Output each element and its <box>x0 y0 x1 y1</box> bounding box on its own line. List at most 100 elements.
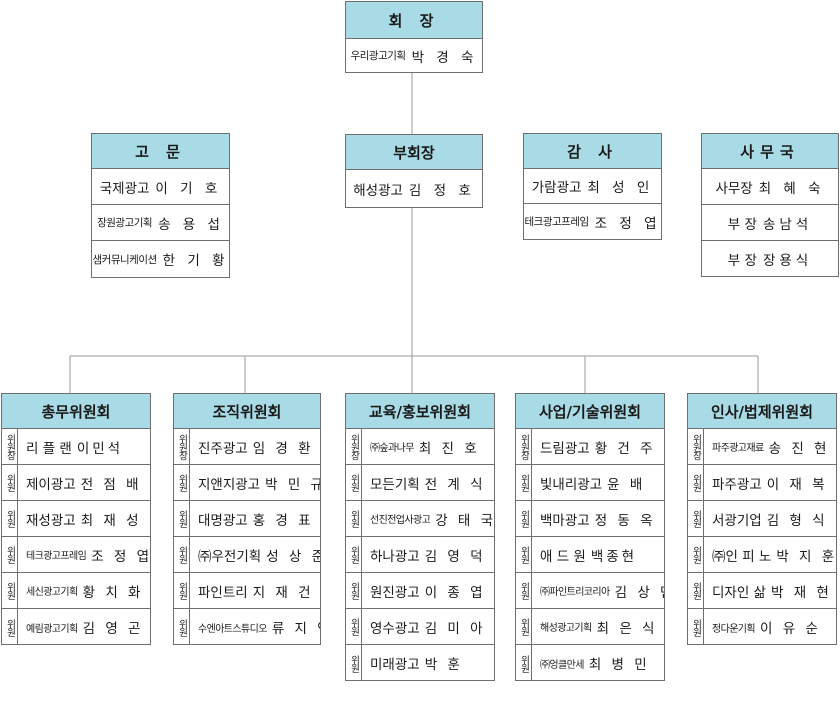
member-role-text: 위원 <box>690 546 702 563</box>
member-name: 박 훈 <box>424 657 463 673</box>
member-company: 파인트리 <box>198 584 248 601</box>
member-company: ㈜파인트리코리아 <box>540 587 610 598</box>
member-role: 위원 <box>2 501 18 536</box>
member-company: 해성광고기획 <box>540 623 592 634</box>
member-company: 원진광고 <box>370 584 420 601</box>
member-name: 백종현 <box>590 548 638 565</box>
member-company: 예림광고기획 <box>26 623 78 635</box>
member-role: 위원 <box>2 537 18 572</box>
member-name: 정 동 옥 <box>594 512 656 529</box>
committee-title-text: 사업/기술위원회 <box>538 402 642 421</box>
member-role-text: 위원 <box>4 474 16 491</box>
member-role: 위원 <box>516 573 532 608</box>
secretariat-member-company: 부 장 <box>727 253 757 269</box>
auditors-title-text: 감 사 <box>567 142 618 161</box>
member-role-text: 위원 <box>348 510 360 527</box>
member-name: 박 민 규 <box>265 476 320 493</box>
member-role: 위원 <box>174 465 190 500</box>
member-role: 위원 <box>2 465 18 500</box>
committee-title-text: 총무위원회 <box>41 402 111 421</box>
member-role-text: 위원 <box>518 510 530 527</box>
member-name: 김 영 곤 <box>82 621 144 637</box>
auditors-member-name: 조 정 엽 <box>594 215 661 232</box>
member-role: 위원장 <box>688 429 704 464</box>
auditors-title: 감 사 <box>524 134 661 169</box>
member-name: 이 종 엽 <box>424 584 486 601</box>
member-name: 강 태 국 <box>435 512 494 529</box>
member-role-text: 위원 <box>518 582 530 599</box>
secretariat-member-name: 송남석 <box>762 216 813 233</box>
member-role-text: 위원장 <box>4 433 16 460</box>
committee-title: 인사/법제위원회 <box>688 394 836 429</box>
advisors-title-text: 고 문 <box>135 142 186 161</box>
auditors-member: 테크광고프레임 조 정 엽 <box>524 204 661 239</box>
member-role: 위원 <box>346 573 362 608</box>
committee-title: 사업/기술위원회 <box>516 394 664 429</box>
member-name: 박 재 현 <box>770 584 832 601</box>
member-company: 모든기획 <box>370 476 420 493</box>
member-role: 위원 <box>516 645 532 681</box>
member-role-text: 위원 <box>518 654 530 672</box>
auditors-member-company: 테크광고프레임 <box>524 216 590 228</box>
member-role: 위원 <box>346 465 362 500</box>
member-role-text: 위원 <box>176 618 188 636</box>
member-role-text: 위원 <box>348 618 360 635</box>
advisors-title: 고 문 <box>92 134 229 169</box>
member-role: 위원 <box>346 501 362 536</box>
member-company: 지앤지광고 <box>198 476 261 493</box>
member-company: 빛내리광고 <box>540 476 603 493</box>
member-name: 최 재 성 <box>80 512 142 529</box>
advisors-member-company: 샘커뮤니케이션 <box>92 253 158 266</box>
member-entry: 예림광고기획 김 영 곤 <box>18 609 150 645</box>
member-role: 위원 <box>688 537 704 572</box>
member-role: 위원 <box>2 609 18 645</box>
member-role: 위원 <box>516 537 532 572</box>
member-name: 김 형 식 <box>766 512 828 529</box>
member-role-text: 위원 <box>348 546 360 563</box>
advisors-member-name: 송 용 섭 <box>158 216 224 233</box>
vice-president-title: 부회장 <box>346 135 482 170</box>
member-company: 파주광고재료 <box>712 443 764 454</box>
member-name: 조 정 엽 <box>91 548 150 565</box>
auditors-member-company: 가람광고 <box>531 180 582 196</box>
member-name: 홍 경 표 <box>252 512 314 529</box>
secretariat-title-text: 사무국 <box>740 142 800 161</box>
member-role-text: 위원 <box>518 474 530 491</box>
member-role-text: 위원 <box>4 618 16 636</box>
